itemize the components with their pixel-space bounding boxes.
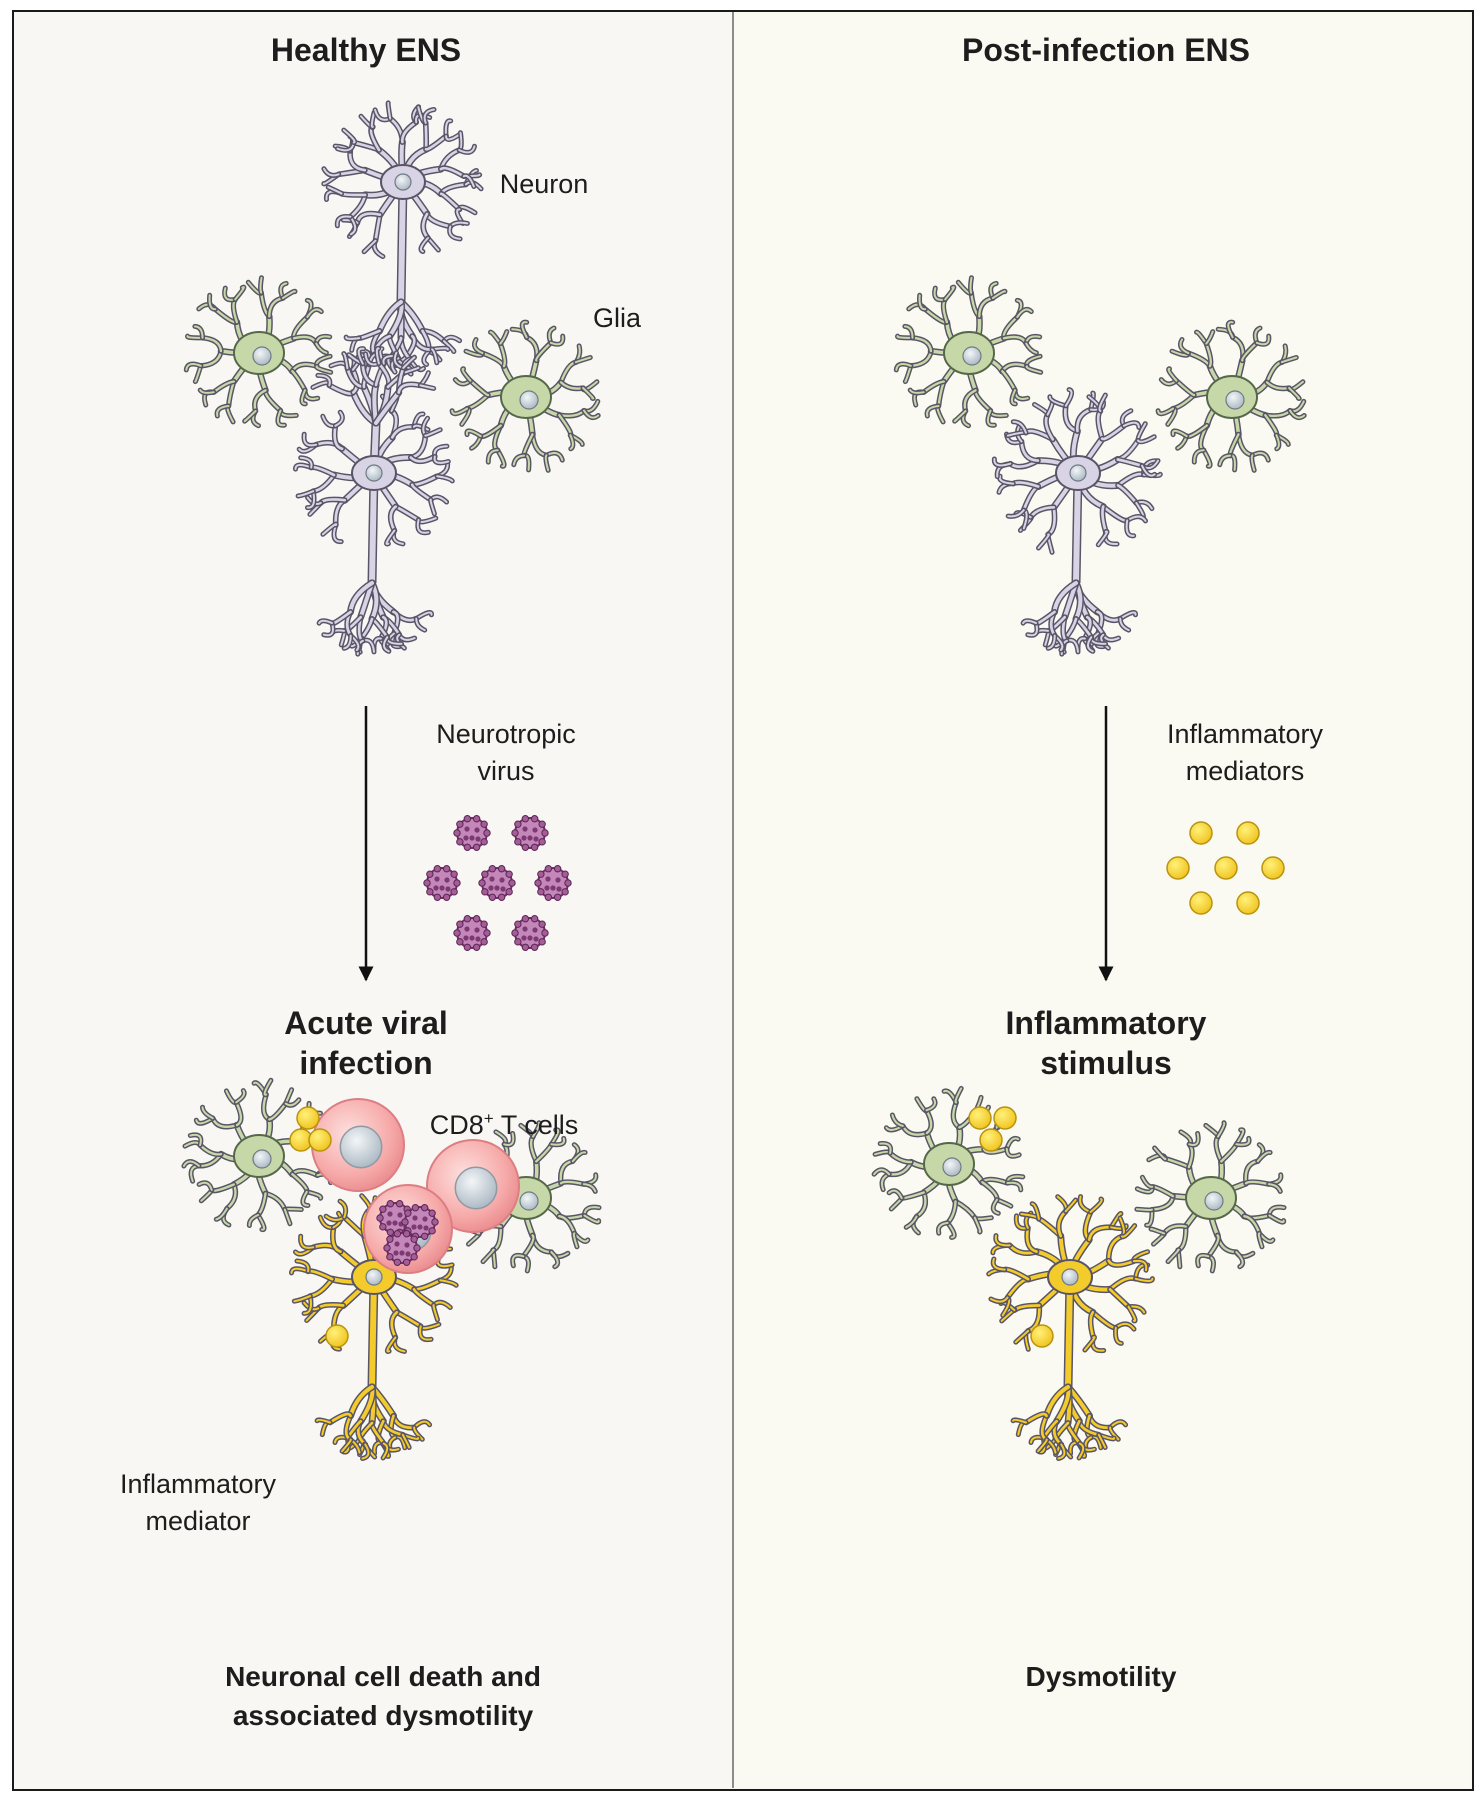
mediator xyxy=(1236,821,1260,845)
neuron xyxy=(991,387,1163,657)
virus-particle xyxy=(478,865,516,901)
mediator xyxy=(1030,1324,1054,1348)
glia-cell xyxy=(893,275,1044,429)
virus-particle xyxy=(383,1230,421,1266)
neuron-label: Neuron xyxy=(499,169,589,199)
mediator xyxy=(1189,821,1213,845)
cd8-t-cell xyxy=(426,1139,520,1233)
glia-cell xyxy=(181,1077,336,1233)
cd8-t-cell xyxy=(311,1098,405,1192)
glia-cell xyxy=(1155,319,1307,473)
virus-particle xyxy=(534,865,572,901)
mediator xyxy=(1166,856,1190,880)
mediator xyxy=(1189,891,1213,915)
virus-particle xyxy=(453,915,491,951)
mediator xyxy=(325,1324,349,1348)
neuron xyxy=(321,100,484,377)
left-stage-title: Acute viral infection xyxy=(284,1005,448,1081)
glia-cell xyxy=(183,275,334,429)
inflammatory-mediators-label: Inflammatory mediators xyxy=(1166,719,1324,786)
neurotropic-virus-label: Neurotropic virus xyxy=(436,719,576,786)
right-panel-title: Post-infection ENS xyxy=(961,32,1251,68)
mediator xyxy=(968,1106,992,1130)
mediator xyxy=(1236,891,1260,915)
right-outcome: Dysmotility xyxy=(1025,1661,1177,1692)
mediator xyxy=(993,1106,1017,1130)
inflammatory-mediator-label: Inflammatory mediator xyxy=(119,1469,277,1536)
mediator xyxy=(296,1106,320,1130)
right-panel-background xyxy=(733,12,1470,1788)
neuron xyxy=(293,345,455,657)
left-panel-title: Healthy ENS xyxy=(270,32,462,68)
virus-particle xyxy=(511,915,549,951)
mediator xyxy=(979,1128,1003,1152)
glia-cell xyxy=(1134,1120,1287,1274)
glia-label: Glia xyxy=(592,303,642,333)
mediator xyxy=(1261,856,1285,880)
affected-neuron xyxy=(986,1194,1155,1461)
virus-particle xyxy=(423,865,461,901)
left-outcome: Neuronal cell death and associated dysmo… xyxy=(225,1661,541,1731)
panel-divider xyxy=(732,12,734,1788)
mediator xyxy=(1214,856,1238,880)
glia-cell xyxy=(449,319,601,473)
right-stage-title: Inflammatory stimulus xyxy=(1005,1005,1207,1081)
mediator xyxy=(308,1128,332,1152)
virus-particle xyxy=(511,815,549,851)
tcell-label: CD8+ T cells xyxy=(429,1109,579,1140)
virus-particle xyxy=(453,815,491,851)
virus-particle xyxy=(401,1204,439,1240)
glia-cell xyxy=(871,1085,1026,1240)
